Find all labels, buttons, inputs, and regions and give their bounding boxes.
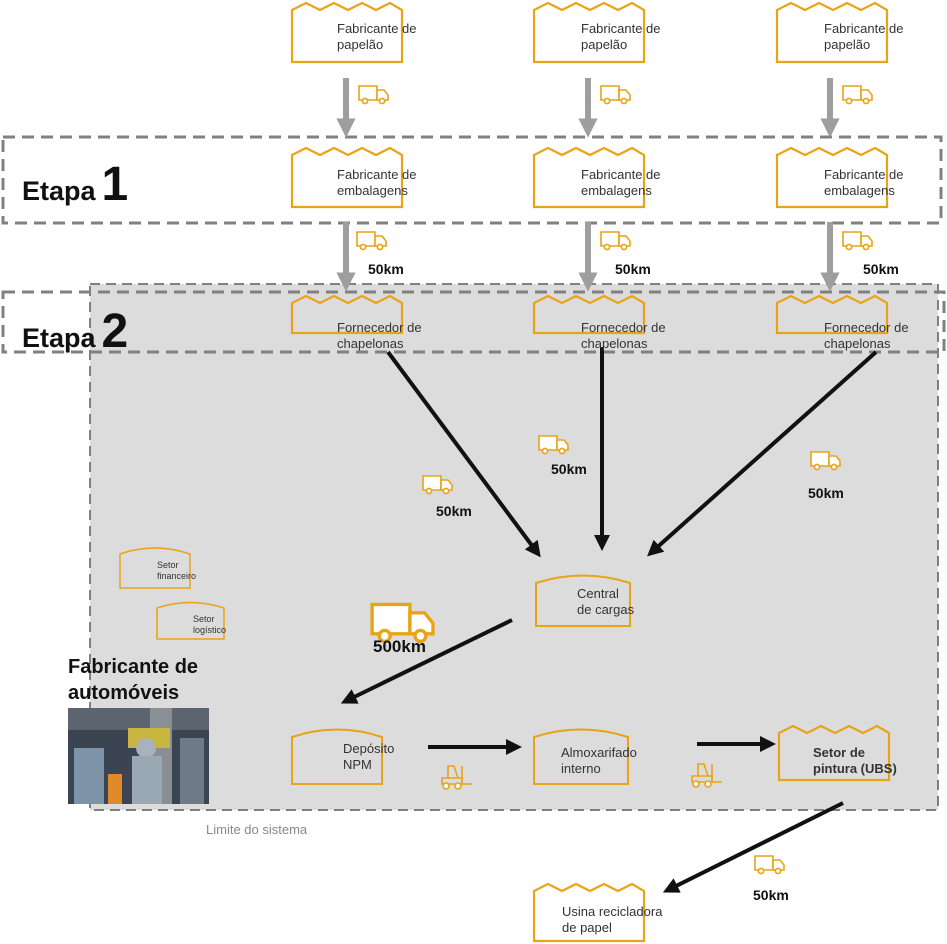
distance-label: 50km <box>436 503 472 519</box>
packaging-maker-label: Fabricante de embalagens <box>824 167 904 198</box>
stage-2-number: 2 <box>101 305 129 358</box>
distance-label: 50km <box>615 261 651 277</box>
stage-1-word: Etapa <box>22 176 96 206</box>
finance-sector-label: Setor financeiro <box>157 560 197 581</box>
factory-photo <box>68 708 209 804</box>
cargo-center-label: Central de cargas <box>577 586 635 617</box>
stage-2-box <box>1 290 946 354</box>
sheet-supplier-label: Fornecedor de chapelonas <box>824 320 909 351</box>
system-boundary <box>89 283 939 811</box>
black-arrows <box>340 347 878 893</box>
sheet-supplier-label: Fornecedor de chapelonas <box>337 320 422 351</box>
npm-depot-label: Depósito NPM <box>343 741 395 772</box>
system-limit-label: Limite do sistema <box>206 822 308 837</box>
sheet-supplier-label: Fornecedor de chapelonas <box>581 320 666 351</box>
cardboard-maker-label: Fabricante de papelão <box>824 21 904 52</box>
distance-label: 500km <box>373 637 426 656</box>
packaging-maker-label: Fabricante de embalagens <box>581 167 661 198</box>
cardboard-maker-label: Fabricante de papelão <box>337 21 417 52</box>
logistics-sector-label: Setor logístico <box>193 614 227 635</box>
factory-icon <box>290 1 891 943</box>
paint-sector-label: Setor de pintura (UBS) <box>813 745 897 776</box>
distance-label: 50km <box>753 887 789 903</box>
gray-arrows <box>336 78 840 292</box>
stage-1-number: 1 <box>101 158 129 211</box>
distance-label: 50km <box>368 261 404 277</box>
distance-label: 50km <box>551 461 587 477</box>
internal-warehouse-label: Almoxarifado interno <box>561 745 637 776</box>
warehouse-icon <box>119 547 631 785</box>
packaging-maker-label: Fabricante de embalagens <box>337 167 417 198</box>
distance-label: 50km <box>808 485 844 501</box>
stage-2-word: Etapa <box>22 323 96 353</box>
distance-label: 50km <box>863 261 899 277</box>
recycling-plant-label: Usina recicladora de papel <box>562 904 663 935</box>
stage-1-box <box>1 135 943 225</box>
automaker-title: Fabricante de automóveis <box>68 656 199 704</box>
cardboard-maker-label: Fabricante de papelão <box>581 21 661 52</box>
